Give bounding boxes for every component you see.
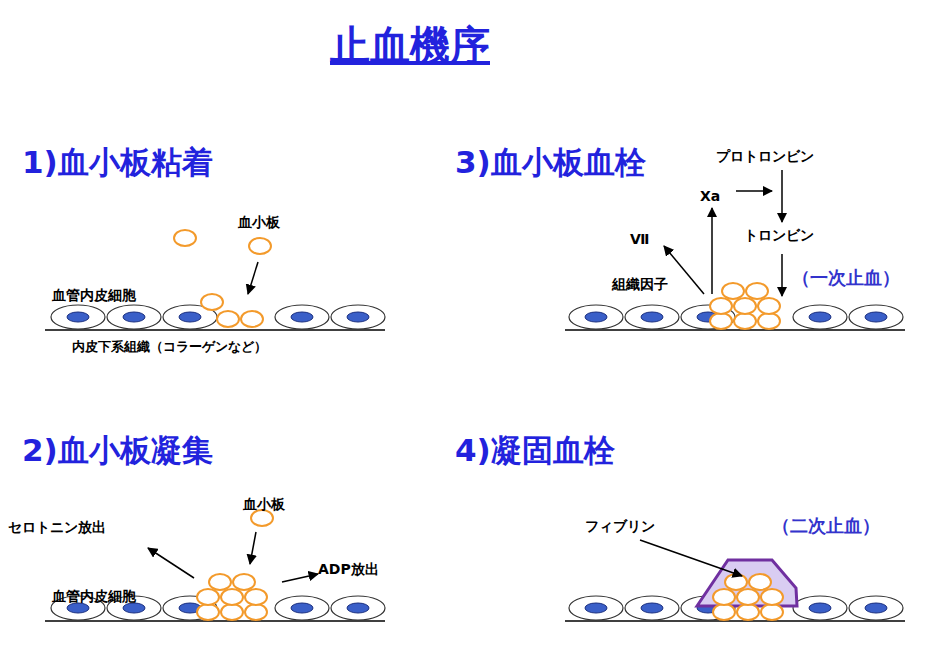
platelet bbox=[233, 574, 255, 590]
cell-nucleus bbox=[809, 312, 831, 322]
platelet bbox=[734, 313, 756, 329]
cell-nucleus bbox=[641, 603, 663, 613]
cell-nucleus bbox=[585, 603, 607, 613]
platelet bbox=[734, 298, 756, 314]
endothelial-cell bbox=[849, 596, 903, 620]
cell-nucleus bbox=[865, 312, 887, 322]
subendothelium-line bbox=[565, 620, 905, 622]
platelet bbox=[737, 604, 759, 620]
cell-nucleus bbox=[179, 312, 201, 322]
platelet bbox=[221, 589, 243, 605]
platelet bbox=[241, 311, 263, 327]
cell-nucleus bbox=[67, 603, 89, 613]
cell-nucleus bbox=[67, 312, 89, 322]
endothelial-cell bbox=[569, 596, 623, 620]
platelet bbox=[713, 604, 735, 620]
section-heading: 2)血小板凝集 bbox=[22, 430, 213, 472]
part-label: 血小板 bbox=[243, 496, 285, 514]
part-label: 血管内皮細胞 bbox=[52, 287, 136, 305]
platelet bbox=[245, 589, 267, 605]
cell-nucleus bbox=[585, 312, 607, 322]
cell-nucleus bbox=[291, 603, 313, 613]
platelet bbox=[249, 238, 271, 254]
cell-nucleus bbox=[123, 312, 145, 322]
part-label: 血管内皮細胞 bbox=[52, 588, 136, 606]
platelet bbox=[761, 604, 783, 620]
endothelial-cell bbox=[569, 305, 623, 329]
endothelial-cell bbox=[625, 305, 679, 329]
factor-label: Xa bbox=[700, 188, 720, 204]
part-label: 血小板 bbox=[238, 214, 280, 232]
factor-label: プロトロンビン bbox=[716, 148, 814, 166]
fibrin-clot bbox=[697, 560, 797, 606]
cell-nucleus bbox=[347, 312, 369, 322]
platelet bbox=[737, 589, 759, 605]
endothelial-cell bbox=[793, 596, 847, 620]
endothelial-cell bbox=[331, 305, 385, 329]
platelet bbox=[245, 604, 267, 620]
platelet bbox=[758, 298, 780, 314]
platelet bbox=[722, 283, 744, 299]
endothelial-cell bbox=[275, 305, 329, 329]
platelet bbox=[761, 589, 783, 605]
part-label: フィブリン bbox=[585, 518, 655, 536]
platelet bbox=[197, 604, 219, 620]
platelet bbox=[725, 574, 747, 590]
section-heading: 1)血小板粘着 bbox=[22, 142, 213, 184]
endothelial-cell bbox=[275, 596, 329, 620]
endothelial-cell bbox=[107, 305, 161, 329]
subendothelium-line bbox=[565, 329, 905, 331]
cell-nucleus bbox=[809, 603, 831, 613]
subendothelium-line bbox=[45, 620, 385, 622]
cell-nucleus bbox=[641, 312, 663, 322]
stage-label: （二次止血） bbox=[772, 514, 880, 538]
cell-nucleus bbox=[865, 603, 887, 613]
endothelial-cell bbox=[625, 596, 679, 620]
subendothelium-line bbox=[45, 329, 385, 331]
platelet bbox=[174, 230, 196, 246]
section-heading: 3)血小板血栓 bbox=[455, 142, 646, 184]
stage-label: （一次止血） bbox=[792, 266, 900, 290]
cell-nucleus bbox=[123, 603, 145, 613]
release-label: セロトニン放出 bbox=[8, 519, 106, 537]
platelet bbox=[710, 313, 732, 329]
platelet bbox=[713, 589, 735, 605]
platelet bbox=[746, 283, 768, 299]
platelet bbox=[217, 311, 239, 327]
endothelial-cell bbox=[793, 305, 847, 329]
title: 止血機序 bbox=[330, 18, 490, 73]
part-label: 内皮下系組織（コラーゲンなど） bbox=[72, 338, 267, 356]
endothelial-cell bbox=[51, 305, 105, 329]
platelet bbox=[221, 604, 243, 620]
cell-nucleus bbox=[291, 312, 313, 322]
platelet bbox=[710, 298, 732, 314]
cell-nucleus bbox=[347, 603, 369, 613]
factor-label: Ⅶ bbox=[630, 231, 649, 247]
section-heading: 4)凝固血栓 bbox=[455, 430, 615, 472]
factor-label: トロンビン bbox=[744, 227, 814, 245]
platelet bbox=[201, 294, 223, 310]
platelet bbox=[209, 574, 231, 590]
platelet bbox=[251, 510, 273, 526]
factor-label: 組織因子 bbox=[612, 276, 668, 294]
endothelial-cell bbox=[849, 305, 903, 329]
platelet bbox=[197, 589, 219, 605]
release-label: ADP放出 bbox=[318, 561, 379, 579]
endothelial-cell bbox=[331, 596, 385, 620]
arrows bbox=[148, 170, 782, 582]
platelet bbox=[758, 313, 780, 329]
platelet bbox=[749, 574, 771, 590]
